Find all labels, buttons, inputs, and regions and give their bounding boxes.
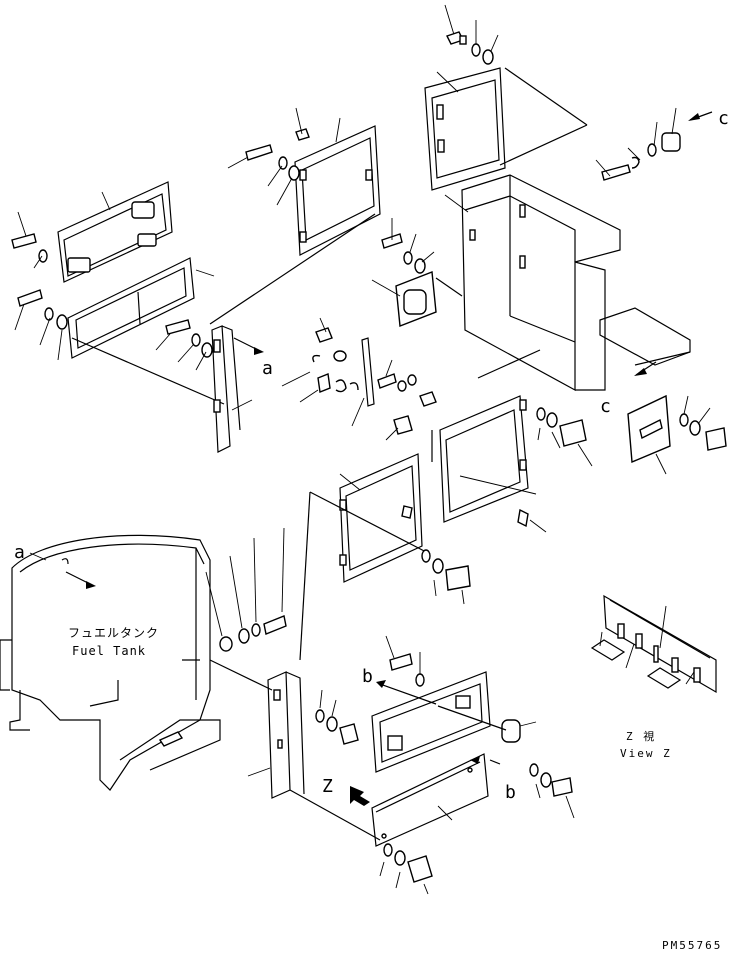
ref-b-upper: b: [362, 666, 373, 687]
center-upper-frame: [209, 107, 381, 325]
view-z-letter: Z: [322, 776, 333, 797]
right-door-panel: [431, 395, 593, 533]
center-door-panel: [299, 453, 471, 661]
view-z-label-en: View Z: [620, 747, 672, 760]
upper-right-frame: [424, 67, 588, 191]
handle-plate: [371, 218, 463, 327]
left-upper-panel: [11, 181, 173, 283]
ref-c-upper: c: [718, 108, 729, 129]
control-box: b: [362, 635, 537, 773]
lower-cover-plate: b: [371, 753, 575, 895]
ref-b-lower: b: [505, 782, 516, 803]
left-lower-panel: [14, 257, 225, 405]
ref-a-lower: a: [14, 542, 25, 563]
view-z-arrow: Z: [322, 776, 370, 806]
fuel-tank: a フュエルタンク Fuel Tank: [0, 534, 221, 791]
ref-a-upper: a: [262, 358, 273, 379]
drawing-code: PM55765: [662, 939, 722, 952]
ref-c-lower: c: [600, 396, 611, 417]
arrow-c-upper: c: [688, 108, 729, 129]
tank-bolt-group: [205, 527, 287, 691]
right-upper-bolt-group: [595, 107, 681, 181]
lower-bracket: [247, 671, 381, 841]
slot-plate: c: [600, 361, 727, 475]
top-bolt-group: [444, 4, 499, 65]
cabinet-box: [444, 174, 691, 392]
view-z-detail: Z 視 View Z: [590, 594, 717, 760]
center-bolt-group: [155, 319, 213, 371]
view-z-label-jp: Z 視: [626, 729, 656, 743]
latch-parts: [281, 317, 437, 441]
hinge-bar-left: a: [211, 325, 273, 453]
tank-label-jp: フュエルタンク: [68, 626, 159, 640]
tank-label-en: Fuel Tank: [72, 644, 146, 658]
